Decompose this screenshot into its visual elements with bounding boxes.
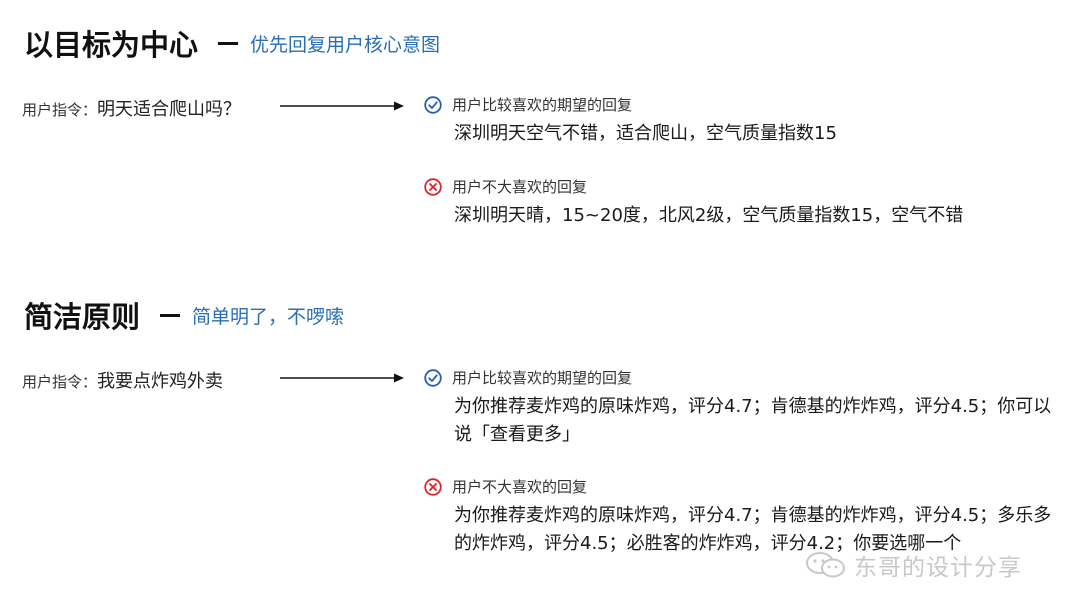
preferred-reply: 用户比较喜欢的期望的回复 深圳明天空气不错，适合爬山，空气质量指数15 bbox=[424, 94, 1064, 148]
section-title: 简洁原则 bbox=[24, 300, 141, 334]
section-title: 以目标为中心 bbox=[24, 28, 199, 62]
arrow-right-icon bbox=[280, 373, 404, 383]
title-dash bbox=[160, 313, 181, 317]
section-title-row: 以目标为中心 优先回复用户核心意图 bbox=[24, 22, 440, 64]
disliked-reply: 用户不大喜欢的回复 深圳明天晴，15~20度，北风2级，空气质量指数15，空气不… bbox=[424, 176, 1064, 230]
reply-label: 用户比较喜欢的期望的回复 bbox=[452, 96, 633, 114]
check-circle-icon bbox=[424, 368, 442, 387]
reply-text: 为你推荐麦炸鸡的原味炸鸡，评分4.7；肯德基的炸炸鸡，评分4.5；多乐多的炸炸鸡… bbox=[454, 505, 1052, 554]
instruction-text: 明天适合爬山吗？ bbox=[97, 99, 242, 120]
disliked-reply: 用户不大喜欢的回复 为你推荐麦炸鸡的原味炸鸡，评分4.7；肯德基的炸炸鸡，评分4… bbox=[424, 476, 1064, 558]
title-dash bbox=[218, 41, 239, 45]
reply-label: 用户不大喜欢的回复 bbox=[452, 178, 588, 196]
instruction-label: 用户指令： bbox=[22, 101, 98, 119]
cross-circle-icon bbox=[424, 477, 442, 496]
section-subtitle: 简单明了，不啰嗦 bbox=[192, 305, 345, 328]
reply-text: 为你推荐麦炸鸡的原味炸鸡，评分4.7；肯德基的炸炸鸡，评分4.5；你可以说「查看… bbox=[454, 396, 1052, 445]
watermark-text: 东哥的设计分享 bbox=[854, 555, 1022, 581]
check-circle-icon bbox=[424, 95, 442, 114]
arrow-right-icon bbox=[280, 101, 404, 111]
preferred-reply: 用户比较喜欢的期望的回复 为你推荐麦炸鸡的原味炸鸡，评分4.7；肯德基的炸炸鸡，… bbox=[424, 367, 1064, 449]
section-title-row: 简洁原则 简单明了，不啰嗦 bbox=[24, 294, 344, 336]
instruction-label: 用户指令： bbox=[22, 373, 98, 391]
instruction-text: 我要点炸鸡外卖 bbox=[97, 371, 224, 392]
section-subtitle: 优先回复用户核心意图 bbox=[250, 33, 441, 56]
cross-circle-icon bbox=[424, 177, 442, 196]
wechat-icon bbox=[806, 552, 845, 578]
reply-label: 用户不大喜欢的回复 bbox=[452, 478, 588, 496]
reply-text: 深圳明天空气不错，适合爬山，空气质量指数15 bbox=[454, 123, 837, 144]
user-instruction: 用户指令：明天适合爬山吗？ bbox=[22, 95, 241, 121]
watermark: 东哥的设计分享 bbox=[804, 548, 1022, 582]
user-instruction: 用户指令：我要点炸鸡外卖 bbox=[22, 367, 223, 393]
reply-label: 用户比较喜欢的期望的回复 bbox=[452, 369, 633, 387]
reply-text: 深圳明天晴，15~20度，北风2级，空气质量指数15，空气不错 bbox=[454, 205, 964, 226]
